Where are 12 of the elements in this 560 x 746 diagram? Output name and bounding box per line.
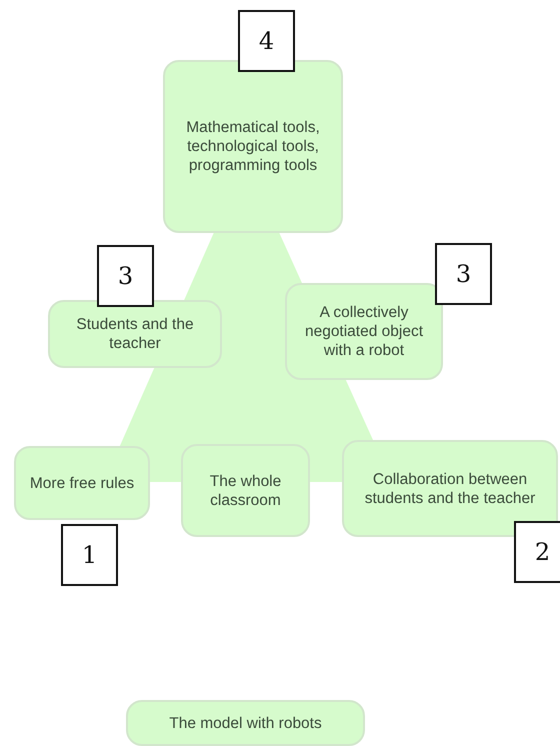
rounded-box: Mathematical tools, technological tools, programming tools [163,60,343,233]
callout-number: 3 [435,243,492,305]
callout-number: 4 [238,10,295,72]
rounded-box: The model with robots [126,700,365,746]
callout-number: 3 [97,245,154,307]
rounded-box: More free rules [14,446,150,520]
rounded-box: A collectively negotiated object with a robot [285,283,443,380]
rounded-box: Collaboration between students and the teacher [342,440,558,537]
callout-number: 1 [61,524,118,586]
callout-number: 2 [514,521,560,583]
rounded-box: Students and the teacher [48,300,222,368]
rounded-box: The whole classroom [181,444,310,537]
